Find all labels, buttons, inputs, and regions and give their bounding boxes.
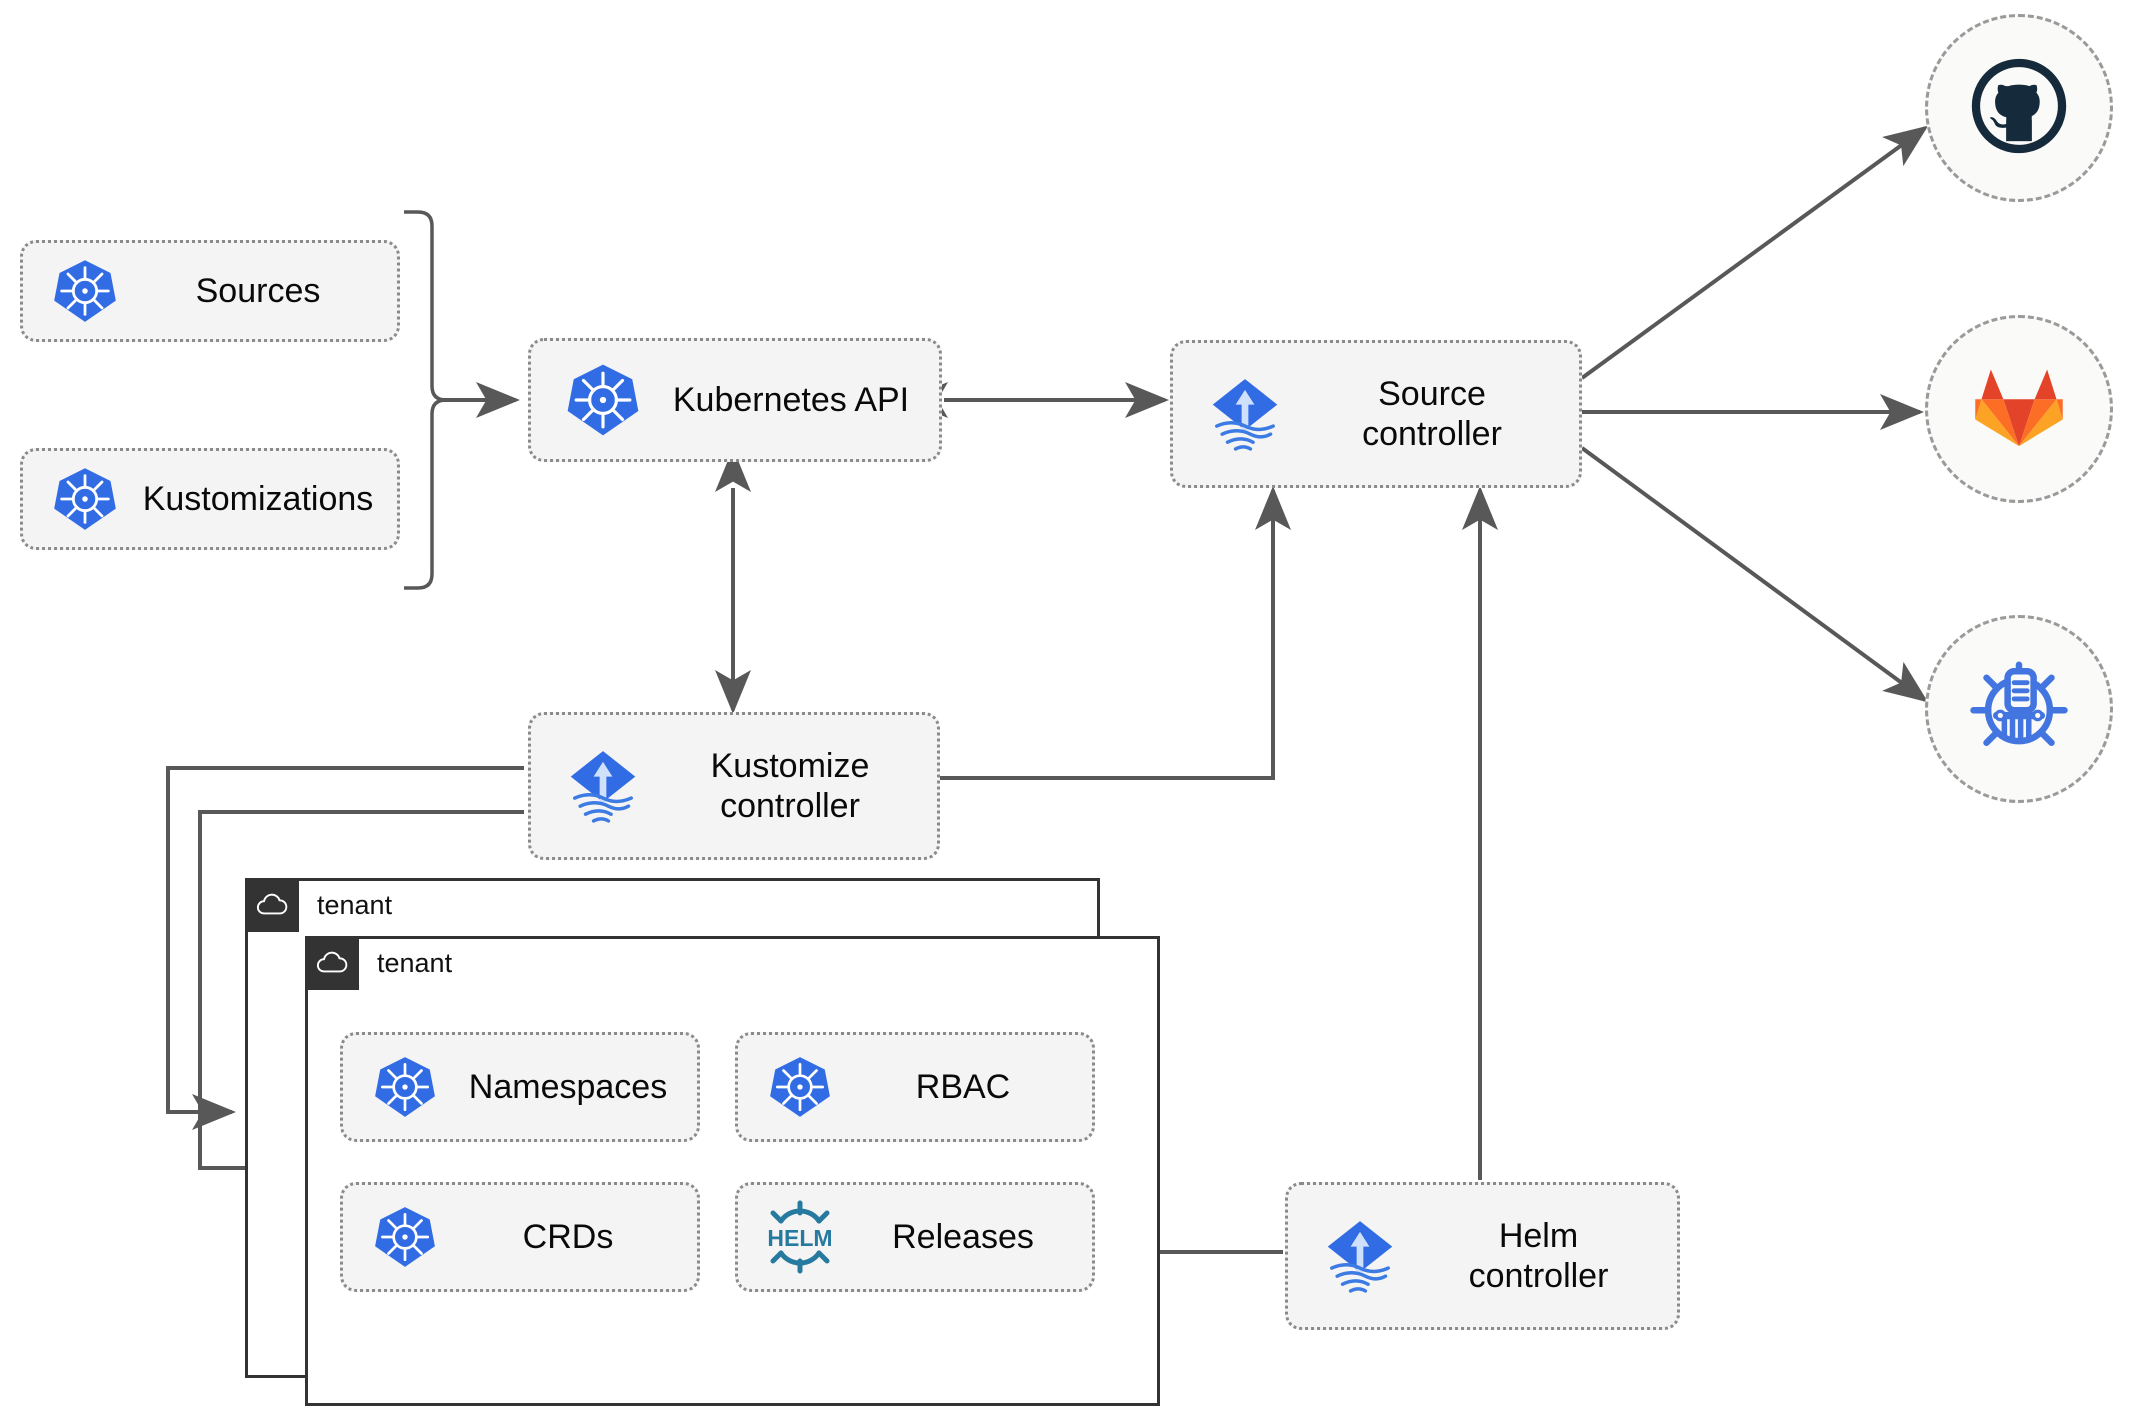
tenant-resource-label: CRDs: [522, 1217, 614, 1256]
kubernetes-icon: [357, 1204, 453, 1270]
node-label: Source controller: [1299, 374, 1579, 454]
tenant-resource-crds[interactable]: CRDs: [340, 1182, 700, 1292]
tenant-resource-label: Namespaces: [468, 1067, 668, 1106]
edge-source-to-github: [1580, 125, 1929, 380]
harbor-icon: [1967, 655, 2071, 764]
kubernetes-icon: [37, 257, 133, 325]
node-label: Helm controller: [1414, 1216, 1677, 1296]
tenant-label: tenant: [377, 947, 453, 978]
resource-label: Kustomizations: [142, 479, 374, 518]
provider-harbor[interactable]: [1925, 615, 2113, 803]
flux-icon: [1306, 1213, 1414, 1299]
tenant-resource-label: Releases: [892, 1217, 1034, 1256]
node-label-line1: Source: [1378, 374, 1486, 413]
tenant-resource-label: RBAC: [915, 1067, 1011, 1106]
resource-kustomizations[interactable]: Kustomizations: [20, 448, 400, 550]
tenant-frame-inner[interactable]: tenant: [305, 936, 1160, 1406]
node-label-line1: Helm: [1498, 1216, 1579, 1255]
edge-source-to-harbor: [1580, 446, 1929, 703]
edge-kustomize-to-source: [940, 486, 1291, 780]
node-label-line1: Kustomize: [710, 746, 870, 785]
github-icon: [1968, 55, 2070, 162]
node-label: Kubernetes API: [672, 380, 910, 419]
node-source-controller[interactable]: Source controller: [1170, 340, 1582, 488]
helm-icon: HELM: [752, 1199, 848, 1275]
cloud-icon: [305, 936, 359, 990]
tenant-header: tenant: [245, 878, 392, 932]
node-helm-controller[interactable]: Helm controller: [1285, 1182, 1680, 1330]
provider-gitlab[interactable]: [1925, 315, 2113, 503]
cloud-icon: [245, 878, 299, 932]
resource-sources[interactable]: Sources: [20, 240, 400, 342]
svg-text:HELM: HELM: [767, 1225, 832, 1251]
tenant-resource-rbac[interactable]: RBAC: [735, 1032, 1095, 1142]
kubernetes-icon: [549, 361, 657, 439]
provider-github[interactable]: [1925, 14, 2113, 202]
tenant-resource-namespaces[interactable]: Namespaces: [340, 1032, 700, 1142]
kubernetes-icon: [752, 1054, 848, 1120]
resource-label: Sources: [195, 271, 321, 310]
flux-icon: [549, 743, 657, 829]
tenant-label: tenant: [317, 889, 393, 920]
node-label: Kustomize controller: [657, 746, 937, 826]
node-label-line2: controller: [1362, 415, 1502, 453]
edge-resources-bracket: [404, 210, 447, 590]
flux-icon: [1191, 371, 1299, 457]
tenant-header: tenant: [305, 936, 452, 990]
node-label-line2: controller: [1468, 1257, 1609, 1295]
tenant-resource-releases[interactable]: HELM Releases: [735, 1182, 1095, 1292]
kubernetes-icon: [357, 1054, 453, 1120]
kubernetes-icon: [37, 465, 133, 533]
node-kustomize-controller[interactable]: Kustomize controller: [528, 712, 940, 860]
node-kubernetes-api[interactable]: Kubernetes API: [528, 338, 942, 462]
node-label-line2: controller: [720, 787, 860, 825]
gitlab-icon: [1969, 359, 2069, 460]
